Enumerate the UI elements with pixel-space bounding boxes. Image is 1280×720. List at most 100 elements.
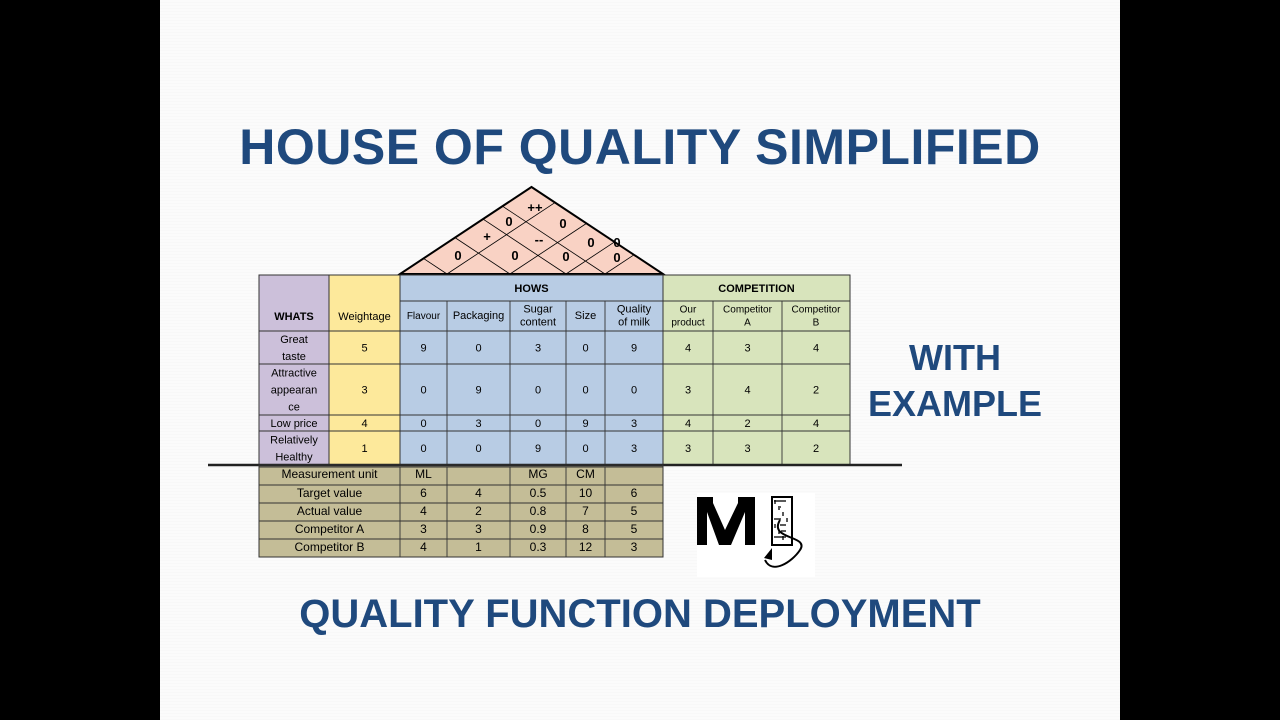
competition-value: 3 [685,443,691,455]
relationship-value: 0 [535,385,541,397]
competition-value: 4 [744,385,750,397]
measurement-value: 4 [475,486,482,500]
matrix-grid [208,274,902,558]
relationship-value: 0 [420,385,426,397]
measurement-value: 6 [420,486,427,500]
roof-triangle [396,185,667,275]
weightage-section [329,275,400,465]
relationship-value: 9 [475,385,481,397]
roof-value: 0 [613,235,620,250]
competition-value: 4 [685,343,691,355]
whats-header: WHATS [274,311,314,323]
roof-value: 0 [587,235,594,250]
slide: HOUSE OF QUALITY SIMPLIFIED QUALITY FUNC… [160,0,1120,720]
competition-column-header: A [744,318,751,329]
roof-diagonal [565,241,615,275]
measurement-value: 3 [475,522,482,536]
hows-column-header: content [520,317,556,329]
measurement-value: ML [415,467,432,481]
relationship-value: 0 [420,443,426,455]
measurement-label: Measurement unit [281,467,378,481]
page-subtitle: QUALITY FUNCTION DEPLOYMENT [299,592,981,636]
measurement-value: 0.3 [530,540,547,554]
roof-value: -- [535,232,544,247]
relationship-value: 3 [631,418,637,430]
weightage-header: Weightage [338,311,390,323]
roof-value: ++ [527,200,543,215]
roof-diagonal [509,223,587,275]
competition-value: 3 [744,343,750,355]
hows-header: HOWS [514,283,548,295]
measurement-value: 5 [631,522,638,536]
relationship-value: 3 [535,343,541,355]
measurement-value: 2 [475,504,482,518]
roof-value: + [483,229,491,244]
measurement-value: 4 [420,540,427,554]
roof-diagonal [423,258,448,275]
relationship-value: 0 [631,385,637,397]
roof-value: 0 [562,249,569,264]
what-label: Attractive [271,368,317,380]
competition-value: 2 [744,418,750,430]
competition-header: COMPETITION [718,283,794,295]
measurement-value: 0.9 [530,522,547,536]
logo-background [697,493,815,577]
measurement-value: 3 [631,540,638,554]
competition-value: 2 [813,443,819,455]
logo-s-curve [764,519,803,568]
measurement-value: 5 [631,504,638,518]
roof-diagonal [502,205,606,275]
measurement-value: 1 [475,540,482,554]
relationship-value: 3 [631,443,637,455]
what-label: appearan [271,385,318,397]
weight-value: 1 [361,443,367,455]
hows-column-header: Size [575,310,596,322]
what-label: Great [280,334,308,346]
competition-column-header: Our [680,305,697,316]
weight-value: 3 [361,385,367,397]
relationship-value: 0 [420,418,426,430]
side-caption: WITH EXAMPLE [860,335,1050,427]
logo-maze-box [771,496,793,546]
relationship-value: 3 [475,418,481,430]
hows-column-header: Quality [617,304,652,316]
hows-section [400,275,663,465]
what-label: Low price [270,418,317,430]
competition-value: 4 [685,418,691,430]
competition-column-header: B [813,318,820,329]
page-title: HOUSE OF QUALITY SIMPLIFIED [239,119,1041,175]
roof-value: 0 [454,248,461,263]
ms-maze-logo-icon [697,493,815,577]
roof-diagonal [482,218,567,275]
weight-value: 5 [361,343,367,355]
measurement-value: 0.5 [530,486,547,500]
what-label: taste [282,351,306,363]
relationship-value: 9 [420,343,426,355]
relationship-value: 0 [582,343,588,355]
measurement-value: 10 [579,486,593,500]
relationship-value: 9 [535,443,541,455]
measurement-value: 12 [579,540,593,554]
relationship-value: 9 [582,418,588,430]
hows-column-header: Packaging [453,310,504,322]
measurement-value: 4 [420,504,427,518]
measurement-section [259,465,663,557]
roof-diagonal [604,254,635,275]
what-label: ce [288,402,300,414]
competition-value: 4 [813,343,819,355]
measurement-label: Target value [297,486,363,500]
roof-value: 0 [613,250,620,265]
measurement-value: 3 [420,522,427,536]
weight-value: 4 [361,418,367,430]
roof-diagonal [454,237,511,275]
side-caption-line: EXAMPLE [867,383,1043,424]
side-caption-line: WITH [909,337,1001,378]
relationship-value: 0 [582,443,588,455]
relationship-value: 0 [582,385,588,397]
competition-value: 3 [685,385,691,397]
what-label: Healthy [275,452,313,464]
measurement-value: 7 [582,504,589,518]
measurement-label: Competitor A [295,522,364,536]
roof-value: 0 [511,248,518,263]
measurement-value: 6 [631,486,638,500]
